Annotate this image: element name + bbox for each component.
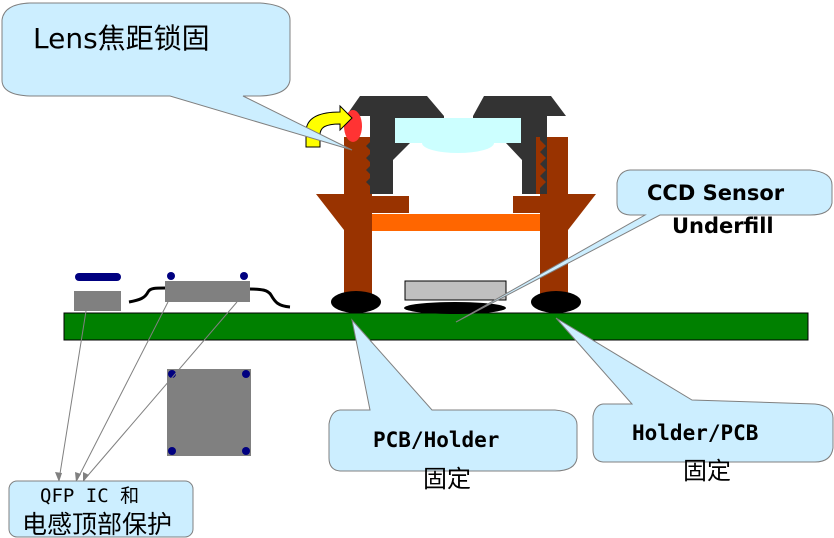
- callout-holder-pcb-line1: Holder/PCB: [632, 421, 758, 445]
- callout-qfp-protect-line2: 电感顶部保护: [22, 510, 172, 538]
- ccd-sensor: [404, 280, 507, 301]
- qfp-ic-side: [165, 281, 250, 302]
- qfp-ic-top-view: [167, 369, 251, 456]
- callout-pcb-holder-line2: 固定: [423, 465, 471, 493]
- callout-pcb-holder-bubble: [328, 318, 578, 472]
- qfp-corner-dot: [168, 447, 176, 455]
- callout-holder-pcb-bubble: [555, 317, 834, 463]
- qfp-pad-dot: [240, 272, 248, 280]
- qfp-corner-dot: [242, 370, 250, 378]
- pcb-board: [63, 312, 809, 341]
- callout-lens-focus-lock-text: Lens焦距锁固: [33, 22, 210, 55]
- qfp-leader-arrowheads: [55, 472, 89, 482]
- callout-lens-focus-lock-bubble: [1, 2, 353, 151]
- inductor-top-pad: [75, 273, 121, 281]
- callout-ccd-underfill-line2: Underfill: [672, 214, 774, 238]
- qfp-lead-right: [248, 287, 291, 309]
- holder-right-shelf: [513, 196, 550, 213]
- ir-filter: [372, 214, 540, 231]
- callout-holder-pcb-line2: 固定: [683, 457, 731, 485]
- qfp-leader-lines: [58, 301, 238, 481]
- holder-left-barb: [316, 194, 372, 230]
- callout-ccd-underfill-bubble: [455, 169, 833, 323]
- callout-qfp-protect-line1: QFP IC 和: [40, 485, 139, 507]
- qfp-corner-dot: [242, 447, 250, 455]
- qfp-pad-dot: [167, 272, 175, 280]
- holder-right-thread: [536, 137, 546, 194]
- callout-pcb-holder-line1: PCB/Holder: [373, 428, 499, 452]
- qfp-lead-left: [128, 286, 167, 304]
- holder-glue-right: [531, 291, 581, 313]
- callout-ccd-underfill-line1: CCD Sensor: [647, 181, 785, 205]
- sensor-underfill-glue: [404, 302, 506, 314]
- holder-left-shelf: [372, 196, 409, 213]
- holder-right-barb: [540, 194, 596, 230]
- lens-glass-bulge: [422, 133, 494, 153]
- inductor-body: [74, 291, 121, 311]
- holder-glue-left: [331, 291, 381, 313]
- callout-qfp-protect-bubble: [8, 480, 194, 538]
